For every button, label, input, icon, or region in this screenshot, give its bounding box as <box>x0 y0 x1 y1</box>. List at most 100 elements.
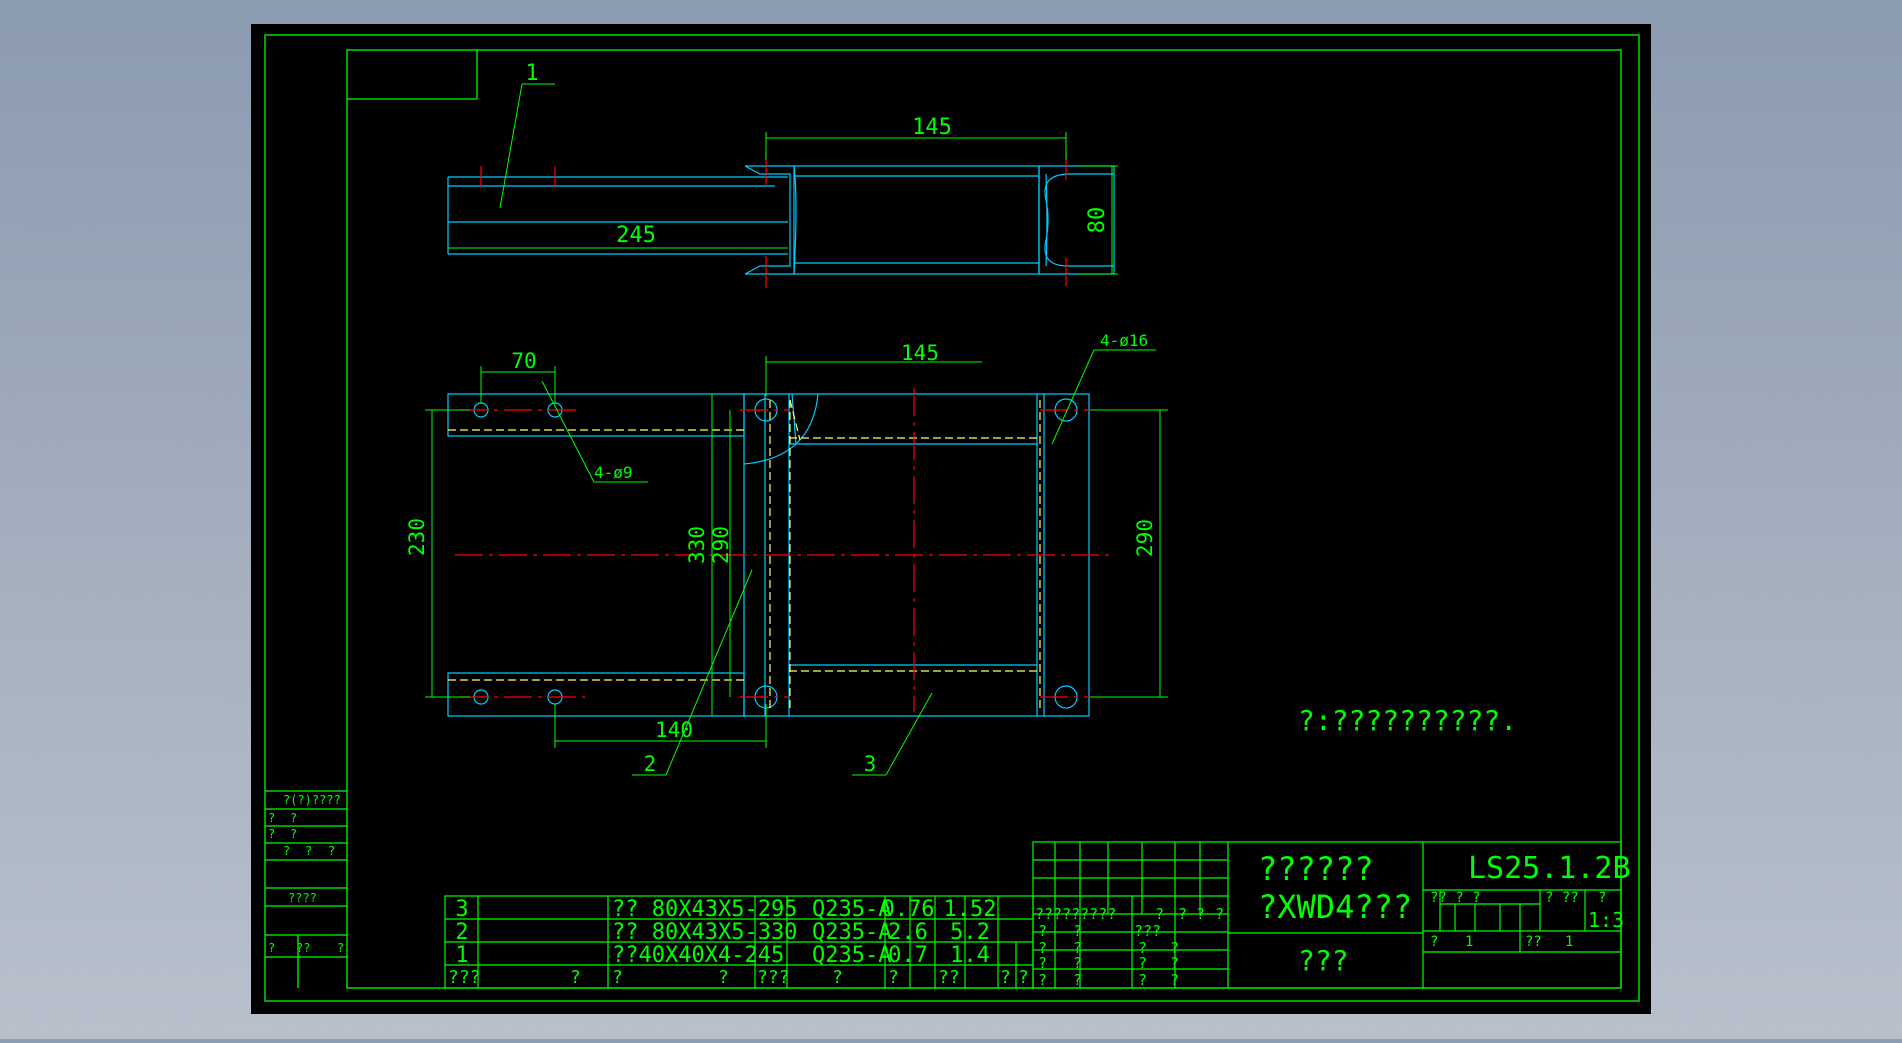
bom-no: 3 <box>455 897 468 922</box>
sheet-cell: 1 <box>1565 934 1573 950</box>
top-view-dimensions <box>448 83 1118 275</box>
plan-view[interactable]: 70 145 4-ø9 4-ø16 230 330 290 290 140 2 … <box>405 331 1168 776</box>
left-block-cell: ? <box>268 827 275 841</box>
weight-label: ? ?? <box>1545 890 1579 906</box>
bom-rows: 3 ?? 80X43X5-295 Q235-A 0.76 1.52 2 ?? 8… <box>455 897 996 968</box>
dim-length-245: 245 <box>616 223 656 248</box>
bom-material: Q235-A <box>812 920 891 945</box>
sign-cell: ? <box>1038 954 1047 972</box>
left-block-cell: ? <box>337 941 344 955</box>
sheet-cell: ?? <box>1525 934 1542 950</box>
bom-header-remark: ? <box>1018 967 1029 988</box>
bom-name: ?? 80X43X5-295 <box>612 897 797 922</box>
bom-material: Q235-A <box>812 897 891 922</box>
sign-cell: ? <box>1038 939 1047 957</box>
sign-cell: ? <box>1196 905 1205 923</box>
bom-unit: 0.76 <box>882 897 935 922</box>
dim-width-145: 145 <box>912 115 952 140</box>
sheet-cell: 1 <box>1465 934 1473 950</box>
left-block-cell: ?? <box>296 941 310 955</box>
dim-140: 140 <box>655 718 693 742</box>
bom-no: 1 <box>455 943 468 968</box>
sign-cell: ? <box>1073 922 1082 940</box>
bom-row: 3 ?? 80X43X5-295 Q235-A 0.76 1.52 <box>455 897 996 922</box>
dim-290-inner: 290 <box>709 526 733 564</box>
technical-note: ?:??????????. <box>1298 704 1517 737</box>
bom-table[interactable]: 3 ?? 80X43X5-295 Q235-A 0.76 1.52 2 ?? 8… <box>444 895 1034 989</box>
angle-piece-outline <box>447 176 788 255</box>
hole-note-large: 4-ø16 <box>1100 331 1148 350</box>
bom-name: ??40X40X4-245 <box>612 943 784 968</box>
dim-70: 70 <box>511 349 536 373</box>
sign-cell: ? <box>1178 905 1187 923</box>
sign-cell: ? <box>1170 971 1179 989</box>
drawing-sheet <box>251 24 1651 1014</box>
left-block-cell: ? <box>290 827 297 841</box>
bom-row: 1 ??40X40X4-245 Q235-A 0.7 1.4 <box>455 943 990 968</box>
balloon-3: 3 <box>864 752 877 776</box>
dim-330: 330 <box>685 526 709 564</box>
sign-cell: ? <box>1073 954 1082 972</box>
sign-header: ????????? <box>1035 905 1116 923</box>
bom-header: ??? ? ? ? ??? ? ? ?? ? ? <box>448 967 1029 988</box>
bom-header-material: ??? <box>757 967 790 988</box>
title-line-1: ?????? <box>1258 850 1374 888</box>
bom-no: 2 <box>455 920 468 945</box>
bom-total: 1.4 <box>950 943 990 968</box>
scale-label: ? <box>1598 890 1606 906</box>
dim-145-plan: 145 <box>901 341 939 365</box>
left-block-row5: ???? <box>288 891 317 905</box>
bom-grid <box>444 895 1034 989</box>
sign-cell: ? <box>1170 939 1179 957</box>
bom-row: 2 ?? 80X43X5-330 Q235-A 2.6 5.2 <box>455 920 990 945</box>
bom-header-mass: ? <box>832 967 843 988</box>
left-block-cell: ? <box>268 811 275 825</box>
bom-header-unit: ? <box>888 967 899 988</box>
bom-header-name: ? <box>612 967 623 988</box>
sign-cell: ??? <box>1134 922 1161 940</box>
bom-header-no: ??? <box>448 967 481 988</box>
hidden-lines <box>448 399 1041 710</box>
title-block-texts: ????????? ? ? ? ? ? ? ??? ? ? ? ? ? ? ? … <box>1035 850 1631 989</box>
bom-material: Q235-A <box>812 943 891 968</box>
sign-cell: ? <box>1170 954 1179 972</box>
bom-header-qty: ? <box>718 967 729 988</box>
sign-cell: ? <box>1073 939 1082 957</box>
title-block[interactable]: ????????? ? ? ? ? ? ? ??? ? ? ? ? ? ? ? … <box>1032 841 1631 989</box>
company-name: ??? <box>1298 944 1349 977</box>
left-block-cell: ? <box>305 844 312 858</box>
scale-value: 1:3 <box>1588 908 1624 932</box>
left-block-row1: ?(?)???? <box>283 793 341 807</box>
top-view[interactable]: 1 145 245 80 <box>447 61 1118 288</box>
sign-cell: ? <box>1215 905 1224 923</box>
center-lines <box>455 388 1115 712</box>
bom-total: 5.2 <box>950 920 990 945</box>
left-block-cell: ? <box>328 844 335 858</box>
sign-cell: ? <box>1138 939 1147 957</box>
bom-header-total: ?? <box>938 967 960 988</box>
dim-height-80: 80 <box>1085 207 1110 234</box>
drawing-number: LS25.1.2B <box>1468 851 1631 886</box>
balloon-2: 2 <box>644 752 657 776</box>
sheet-cell: ? <box>1430 934 1438 950</box>
sign-cell: ? <box>1038 922 1047 940</box>
stage-label: ?? ? ? <box>1430 890 1481 906</box>
bom-unit: 0.7 <box>888 943 928 968</box>
hole-note-small: 4-ø9 <box>594 463 633 482</box>
left-block-cell: ? <box>290 811 297 825</box>
left-block-cell: ? <box>283 844 290 858</box>
sign-cell: ? <box>1155 905 1164 923</box>
bom-header-code: ? <box>570 967 581 988</box>
plan-view-dimensions <box>425 349 1168 776</box>
left-block-cell: ? <box>268 941 275 955</box>
bom-unit: 2.6 <box>888 920 928 945</box>
dim-290-right: 290 <box>1133 519 1157 557</box>
sign-cell: ? <box>1073 971 1082 989</box>
balloon-1: 1 <box>525 61 538 86</box>
title-block-grid <box>1032 841 1622 989</box>
sign-cell: ? <box>1138 971 1147 989</box>
title-line-2: ?XWD4??? <box>1258 888 1412 926</box>
bom-header-remark: ? <box>1000 967 1011 988</box>
